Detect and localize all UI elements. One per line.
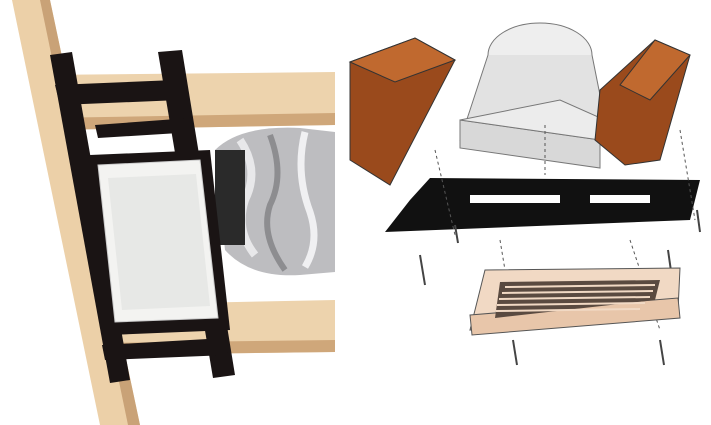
plate-slots [470, 195, 650, 203]
duct-boot [459, 22, 606, 169]
wood-block-left [348, 37, 457, 186]
flex-duct [215, 127, 335, 276]
grille-photo [97, 159, 219, 323]
vent-grille [469, 267, 681, 336]
installation-photo [12, 0, 335, 425]
exploded-diagram [348, 22, 701, 366]
wood-block-right [594, 39, 691, 166]
mounting-plate [385, 178, 700, 232]
